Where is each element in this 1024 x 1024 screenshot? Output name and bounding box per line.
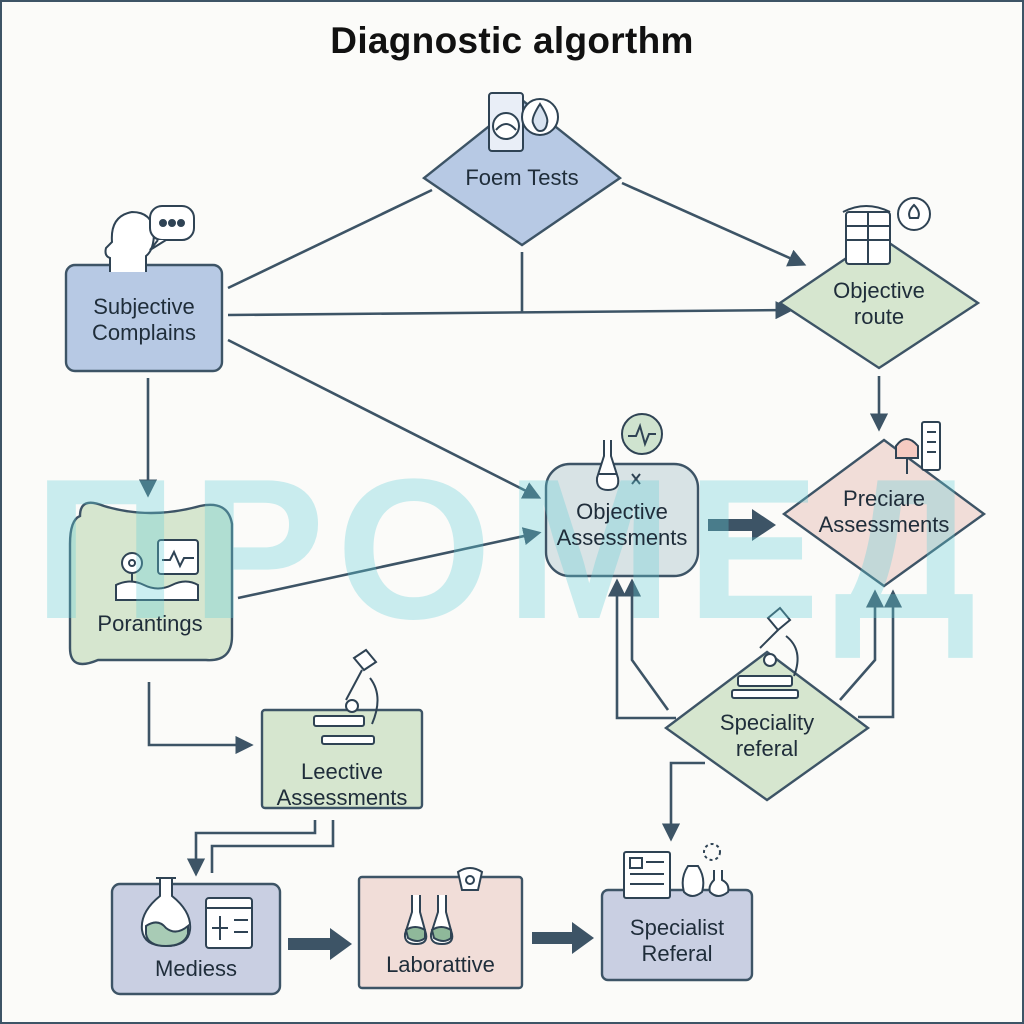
label-foem-tests: Foem Tests [465,165,579,190]
edge-subjective-foem [227,188,433,290]
label-porantings: Porantings [97,611,203,636]
node-leective [260,708,424,810]
block-arrow-laborattive-specialist [532,922,594,954]
microscope-icon [731,606,799,699]
label-mediess: Mediess [155,956,237,981]
edge-speciality-objective-assess [607,578,676,720]
block-arrow-objective-preciare [708,509,776,541]
edge-subjective-objective-assess [227,338,542,499]
flask-chart-icon [140,877,253,949]
edge-leective-mediess [186,820,317,877]
icons [104,92,941,949]
edge-speciality-specialist [661,761,705,842]
label-speciality: Speciality referal [719,710,815,761]
page-title: Diagnostic algorthm [330,20,694,61]
report-flask-icon [623,843,730,899]
node-foem-tests [421,98,623,247]
edge-speciality-objective-assess-2 [622,578,670,711]
edge-speciality-preciare-2 [839,589,885,701]
label-leective: Leective Assessments [276,759,408,810]
node-objective-route [777,234,981,370]
flasks-icon [403,867,484,946]
label-objective-route: Objective route [833,278,925,329]
microscope-icon [313,648,379,745]
edge-subjective-objective-route [227,301,794,320]
document-drop-icon [488,92,559,152]
node-preciare [781,438,987,588]
monitor-icon [115,539,199,601]
node-speciality [663,650,871,802]
label-subjective: Subjective Complains [92,294,196,345]
edge-foem-objective-route [621,181,807,267]
edge-porantings-objective-assess [237,527,542,600]
label-laborattive: Laborattive [386,952,495,977]
lab-equipment-icon [842,197,931,265]
edge-leective-mediess-2 [210,820,335,873]
edge-porantings-leective [147,682,254,755]
node-specialist [600,888,754,982]
label-specialist: Specialist Referal [629,915,725,966]
connectors [138,181,903,877]
block-arrows [288,509,776,960]
node-objective-assess [544,462,700,578]
label-preciare: Preciare Assessments [818,486,950,537]
flask-heartbeat-icon [595,413,663,492]
test-tube-icon [895,421,941,474]
block-arrow-mediess-laborattive [288,928,352,960]
label-objective-assess: Objective Assessments [556,499,688,550]
edge-speciality-preciare [858,589,903,719]
speaking-head-icon [104,205,195,272]
